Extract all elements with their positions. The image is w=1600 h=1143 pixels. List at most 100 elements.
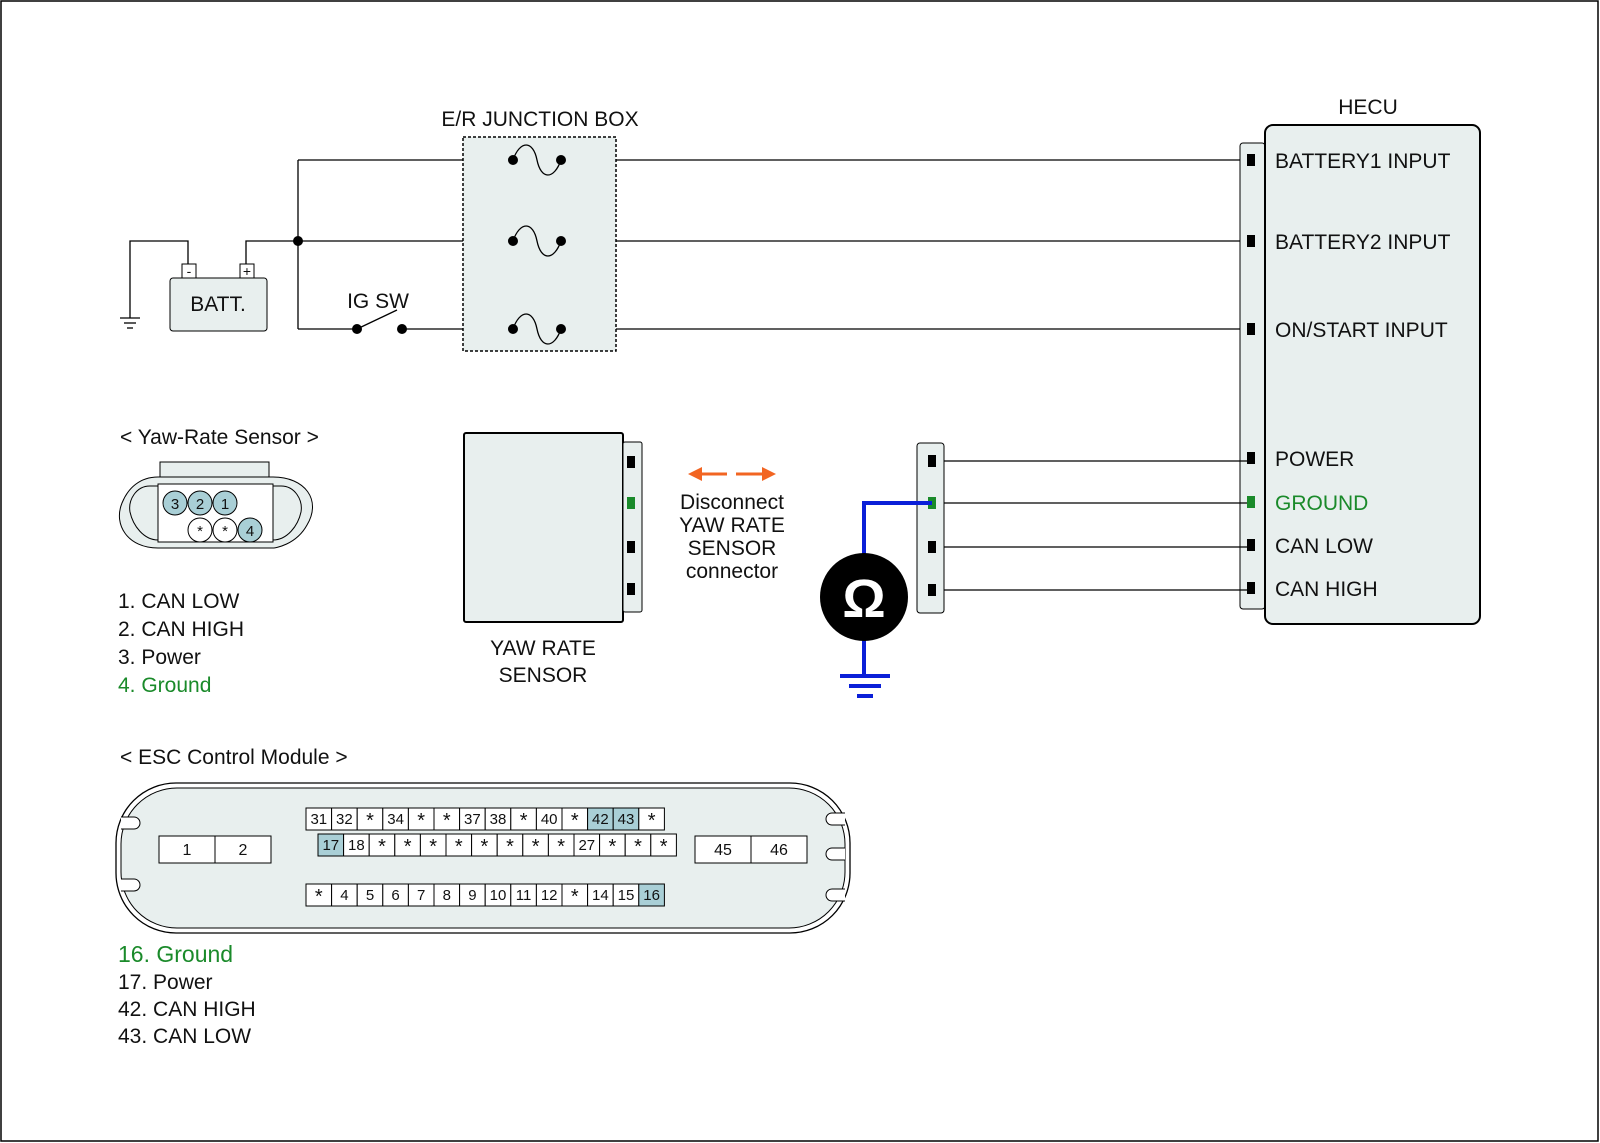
hecu-pin-terminal bbox=[1247, 582, 1255, 594]
harness-connector bbox=[916, 442, 1247, 614]
esc-pin-label: * bbox=[443, 810, 451, 832]
hecu-pin-label: ON/START INPUT bbox=[1275, 319, 1448, 342]
yaw-pin bbox=[187, 490, 213, 516]
hecu-body bbox=[1264, 124, 1481, 625]
yaw-pin-label: 2 bbox=[196, 496, 204, 513]
yaw-legend-item: 1. CAN LOW bbox=[118, 590, 240, 613]
esc-legend-item: 42. CAN HIGH bbox=[118, 998, 256, 1021]
esc-pin-label: * bbox=[557, 836, 565, 858]
yaw-pin-label: 3 bbox=[171, 496, 179, 513]
yaw-pin bbox=[187, 517, 213, 543]
esc-pin-label: * bbox=[315, 886, 323, 908]
esc-pin-label: 5 bbox=[366, 887, 374, 904]
hecu-pin-terminal bbox=[1247, 323, 1255, 335]
hecu-pin-label: BATTERY2 INPUT bbox=[1275, 231, 1451, 254]
esc-big-pin bbox=[214, 835, 272, 864]
junction-box-title: E/R JUNCTION BOX bbox=[441, 108, 638, 131]
esc-pin-label: 37 bbox=[464, 811, 481, 828]
esc-pin-label: * bbox=[660, 836, 668, 858]
esc-pin-label: 38 bbox=[490, 811, 507, 828]
esc-big-pin bbox=[750, 835, 808, 864]
esc-pin-label: 42 bbox=[592, 811, 609, 828]
hecu-pin-label: GROUND bbox=[1275, 492, 1368, 515]
esc-legend-item: 43. CAN LOW bbox=[118, 1025, 251, 1048]
esc-pin-label: 8 bbox=[443, 887, 451, 904]
yaw-sensor-label-1: YAW RATE bbox=[490, 637, 596, 660]
esc-pin-label: * bbox=[609, 836, 617, 858]
esc-pin-cell bbox=[650, 833, 677, 857]
yaw-sensor-label-2: SENSOR bbox=[499, 664, 588, 687]
hecu-pin-terminal bbox=[1247, 496, 1255, 508]
yaw-pin bbox=[162, 490, 188, 516]
disconnect-instruction: Disconnect YAW RATE SENSOR connector bbox=[679, 491, 785, 583]
esc-pin-label: 32 bbox=[336, 811, 353, 828]
yaw-legend-item: 4. Ground bbox=[118, 674, 211, 697]
esc-pin-label: 14 bbox=[592, 887, 609, 904]
esc-big-pin-label: 2 bbox=[239, 842, 248, 859]
esc-pin-label: 6 bbox=[391, 887, 399, 904]
yaw-rate-sensor: YAW RATE SENSOR bbox=[463, 432, 643, 687]
yaw-pin bbox=[212, 517, 238, 543]
yaw-pin-label: 1 bbox=[221, 496, 229, 513]
yaw-connector-title: < Yaw-Rate Sensor > bbox=[120, 426, 319, 449]
esc-pin-label: * bbox=[571, 810, 579, 832]
esc-pin-cell bbox=[638, 883, 665, 907]
instruction-line-2: YAW RATE bbox=[679, 514, 785, 537]
battery-label: BATT. bbox=[190, 293, 246, 316]
instruction-line-4: connector bbox=[686, 560, 778, 583]
fuse-3 bbox=[508, 313, 566, 345]
esc-big-pin bbox=[158, 835, 216, 864]
esc-legend-item: 16. Ground bbox=[118, 941, 233, 967]
esc-pin-label: 17 bbox=[322, 837, 339, 854]
yaw-legend-item: 2. CAN HIGH bbox=[118, 618, 244, 641]
esc-pin-label: 31 bbox=[310, 811, 327, 828]
esc-pin-label: 15 bbox=[618, 887, 635, 904]
fuse-1 bbox=[508, 144, 566, 176]
esc-pin-label: * bbox=[481, 836, 489, 858]
instruction-line-1: Disconnect bbox=[680, 491, 784, 514]
ohmmeter: Ω bbox=[820, 501, 932, 698]
esc-pin-label: * bbox=[648, 810, 656, 832]
esc-legend-item: 17. Power bbox=[118, 971, 213, 994]
esc-pin-label: 10 bbox=[490, 887, 507, 904]
esc-pin-label: 18 bbox=[348, 837, 365, 854]
esc-big-pin-label: 1 bbox=[183, 842, 192, 859]
esc-big-pin-label: 45 bbox=[714, 842, 732, 859]
battery: - + BATT. bbox=[169, 263, 268, 332]
disconnect-arrows bbox=[688, 467, 776, 481]
esc-pin-label: 4 bbox=[340, 887, 348, 904]
ohm-symbol: Ω bbox=[842, 569, 885, 629]
esc-pin-label: * bbox=[378, 836, 386, 858]
hecu-pin-label: CAN HIGH bbox=[1275, 578, 1378, 601]
esc-pin-label: * bbox=[404, 836, 412, 858]
junction-box: E/R JUNCTION BOX bbox=[441, 108, 639, 352]
esc-pin-label: 34 bbox=[387, 811, 404, 828]
hecu-pin-terminal bbox=[1247, 452, 1255, 464]
esc-pin-cell bbox=[638, 807, 665, 831]
esc-pin-label: 7 bbox=[417, 887, 425, 904]
esc-big-pin-label: 46 bbox=[770, 842, 788, 859]
hecu-pin-label: CAN LOW bbox=[1275, 535, 1373, 558]
hecu-pin-terminal bbox=[1247, 154, 1255, 166]
esc-pin-label: * bbox=[634, 836, 642, 858]
hecu-pin-terminal bbox=[1247, 235, 1255, 247]
hecu-title: HECU bbox=[1338, 96, 1398, 119]
yaw-pin-label: * bbox=[222, 523, 228, 540]
esc-pin-label: * bbox=[571, 886, 579, 908]
esc-pin-label: 9 bbox=[468, 887, 476, 904]
esc-pin-label: 12 bbox=[541, 887, 558, 904]
yaw-legend-item: 3. Power bbox=[118, 646, 201, 669]
esc-pin-label: * bbox=[520, 810, 528, 832]
esc-pin-label: * bbox=[506, 836, 514, 858]
ig-sw-label: IG SW bbox=[347, 290, 409, 313]
battery-pos-label: + bbox=[243, 263, 251, 279]
hecu-pin-label: POWER bbox=[1275, 448, 1354, 471]
esc-pin-label: 43 bbox=[618, 811, 635, 828]
esc-pin-label: * bbox=[532, 836, 540, 858]
instruction-line-3: SENSOR bbox=[688, 537, 777, 560]
yaw-pin bbox=[237, 517, 263, 543]
